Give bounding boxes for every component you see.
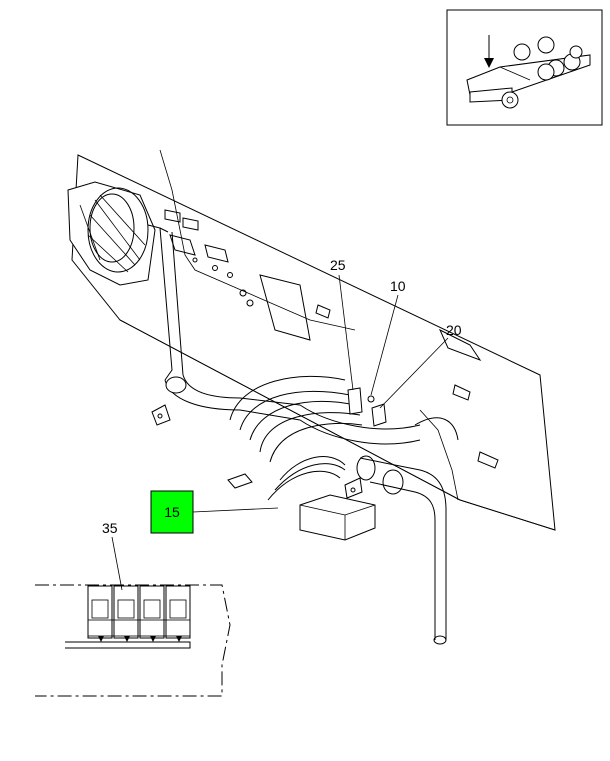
gauge-cluster	[67, 181, 156, 286]
down-arrow-icon	[484, 35, 494, 68]
wire-bundle	[229, 375, 421, 501]
conduit-tube	[356, 417, 459, 645]
highlighted-callout-15[interactable]: 15	[150, 490, 194, 534]
callout-10: 10	[390, 278, 406, 294]
highlight-box[interactable]	[150, 490, 194, 534]
leader-lines	[111, 274, 449, 591]
callout-25: 25	[330, 257, 346, 273]
locator-inset	[446, 9, 603, 126]
callout-20: 20	[446, 322, 462, 338]
panel-assembly	[71, 149, 556, 531]
wiring-harness-tube	[147, 224, 301, 426]
relay-box	[227, 473, 376, 541]
detail-view	[35, 584, 231, 697]
callout-35: 35	[102, 520, 118, 536]
callout-15[interactable]: 15	[164, 504, 180, 520]
bracket-items	[347, 387, 387, 427]
vehicle-chassis-icon	[466, 36, 591, 109]
switch-bank	[65, 585, 191, 649]
